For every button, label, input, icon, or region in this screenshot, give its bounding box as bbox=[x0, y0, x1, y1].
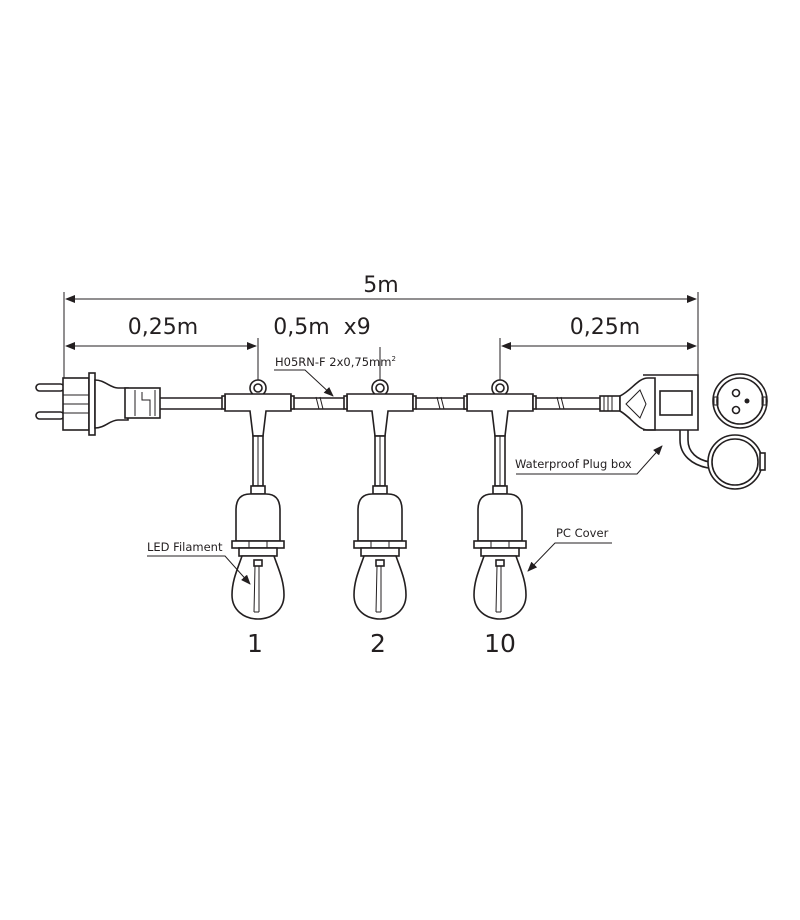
dimension-total: 5m bbox=[63, 273, 699, 380]
dimension-spacing: 0,5m x9 bbox=[273, 315, 381, 380]
pc-cover-callout: PC Cover bbox=[527, 526, 612, 572]
schuko-plug bbox=[35, 372, 161, 436]
dimension-lead-in: 0,25m bbox=[65, 315, 259, 380]
waterproof-plug-box bbox=[599, 373, 768, 490]
bulb-unit-2 bbox=[343, 379, 417, 620]
bulb-number-2: 2 bbox=[370, 629, 386, 658]
dimension-lead-out: 0,25m bbox=[499, 315, 697, 380]
lead-in-label: 0,25m bbox=[128, 315, 198, 340]
cable bbox=[160, 396, 600, 410]
spacing-label: 0,5m x9 bbox=[273, 315, 370, 340]
bulb-unit-10 bbox=[463, 379, 537, 620]
cable-callout: H05RN-F 2x0,75mm2 bbox=[274, 355, 396, 397]
led-filament-label: LED Filament bbox=[147, 540, 223, 554]
bulb-number-10: 10 bbox=[484, 629, 516, 658]
led-filament-callout: LED Filament bbox=[147, 540, 251, 585]
plug-box-label: Waterproof Plug box bbox=[515, 457, 632, 471]
bulb-number-1: 1 bbox=[247, 629, 263, 658]
total-length-label: 5m bbox=[363, 273, 398, 298]
lead-out-label: 0,25m bbox=[570, 315, 640, 340]
pc-cover-label: PC Cover bbox=[556, 526, 609, 540]
plug-box-callout: Waterproof Plug box bbox=[515, 445, 663, 475]
cable-spec-label: H05RN-F 2x0,75mm2 bbox=[275, 355, 396, 369]
bulb-unit-1 bbox=[221, 379, 295, 620]
